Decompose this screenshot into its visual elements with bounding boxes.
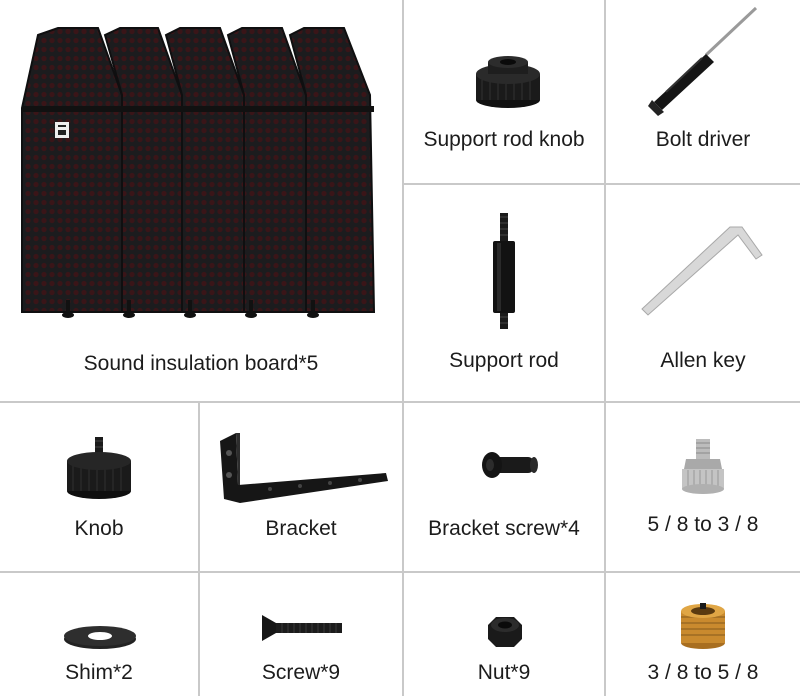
item-support-rod-knob: Support rod knob	[404, 0, 604, 183]
knob-icon	[67, 437, 131, 499]
support-rod-icon	[493, 213, 515, 329]
grid-line	[402, 402, 404, 696]
grid-line	[0, 571, 800, 573]
item-shim: Shim*2	[0, 573, 198, 696]
item-adapter-58-to-38: 5 / 8 to 3 / 8	[606, 403, 800, 571]
item-label: Knob	[74, 517, 124, 540]
grid-line	[198, 402, 200, 696]
item-label: 5 / 8 to 3 / 8	[647, 513, 759, 536]
item-bracket: Bracket	[200, 403, 402, 571]
item-support-rod: Support rod	[404, 185, 604, 401]
shim-icon	[64, 626, 136, 649]
allen-key-icon	[641, 226, 763, 316]
bolt-driver-icon	[648, 6, 758, 116]
item-adapter-38-to-58: 3 / 8 to 5 / 8	[606, 573, 800, 696]
thread-adapter-silver-icon	[682, 439, 724, 494]
item-label: Bracket	[265, 517, 337, 540]
thread-adapter-gold-icon	[681, 603, 725, 649]
bracket-screw-icon	[482, 452, 538, 478]
item-label: Bracket screw*4	[428, 517, 580, 540]
item-label: Sound insulation board*5	[83, 352, 319, 375]
item-sound-insulation-board: Sound insulation board*5	[0, 0, 402, 402]
item-label: Bolt driver	[655, 128, 751, 151]
item-label: Support rod	[449, 349, 559, 372]
grid-line	[402, 183, 800, 185]
nut-icon	[488, 617, 522, 647]
item-label: Support rod knob	[423, 128, 585, 151]
bracket-icon	[220, 433, 388, 503]
item-label: Allen key	[660, 349, 746, 372]
item-nut: Nut*9	[404, 573, 604, 696]
support-rod-knob-icon	[476, 56, 540, 108]
item-label: Shim*2	[65, 661, 133, 684]
item-label: 3 / 8 to 5 / 8	[647, 661, 759, 684]
grid-line	[402, 0, 404, 402]
item-label: Nut*9	[477, 661, 531, 684]
grid-line	[604, 0, 606, 696]
grid-line	[0, 401, 800, 403]
sound-insulation-board-icon	[21, 27, 376, 318]
item-bolt-driver: Bolt driver	[606, 0, 800, 183]
item-bracket-screw: Bracket screw*4	[404, 403, 604, 571]
item-knob: Knob	[0, 403, 198, 571]
screw-icon	[262, 615, 342, 641]
item-label: Screw*9	[261, 661, 341, 684]
item-screw: Screw*9	[200, 573, 402, 696]
item-allen-key: Allen key	[606, 185, 800, 401]
